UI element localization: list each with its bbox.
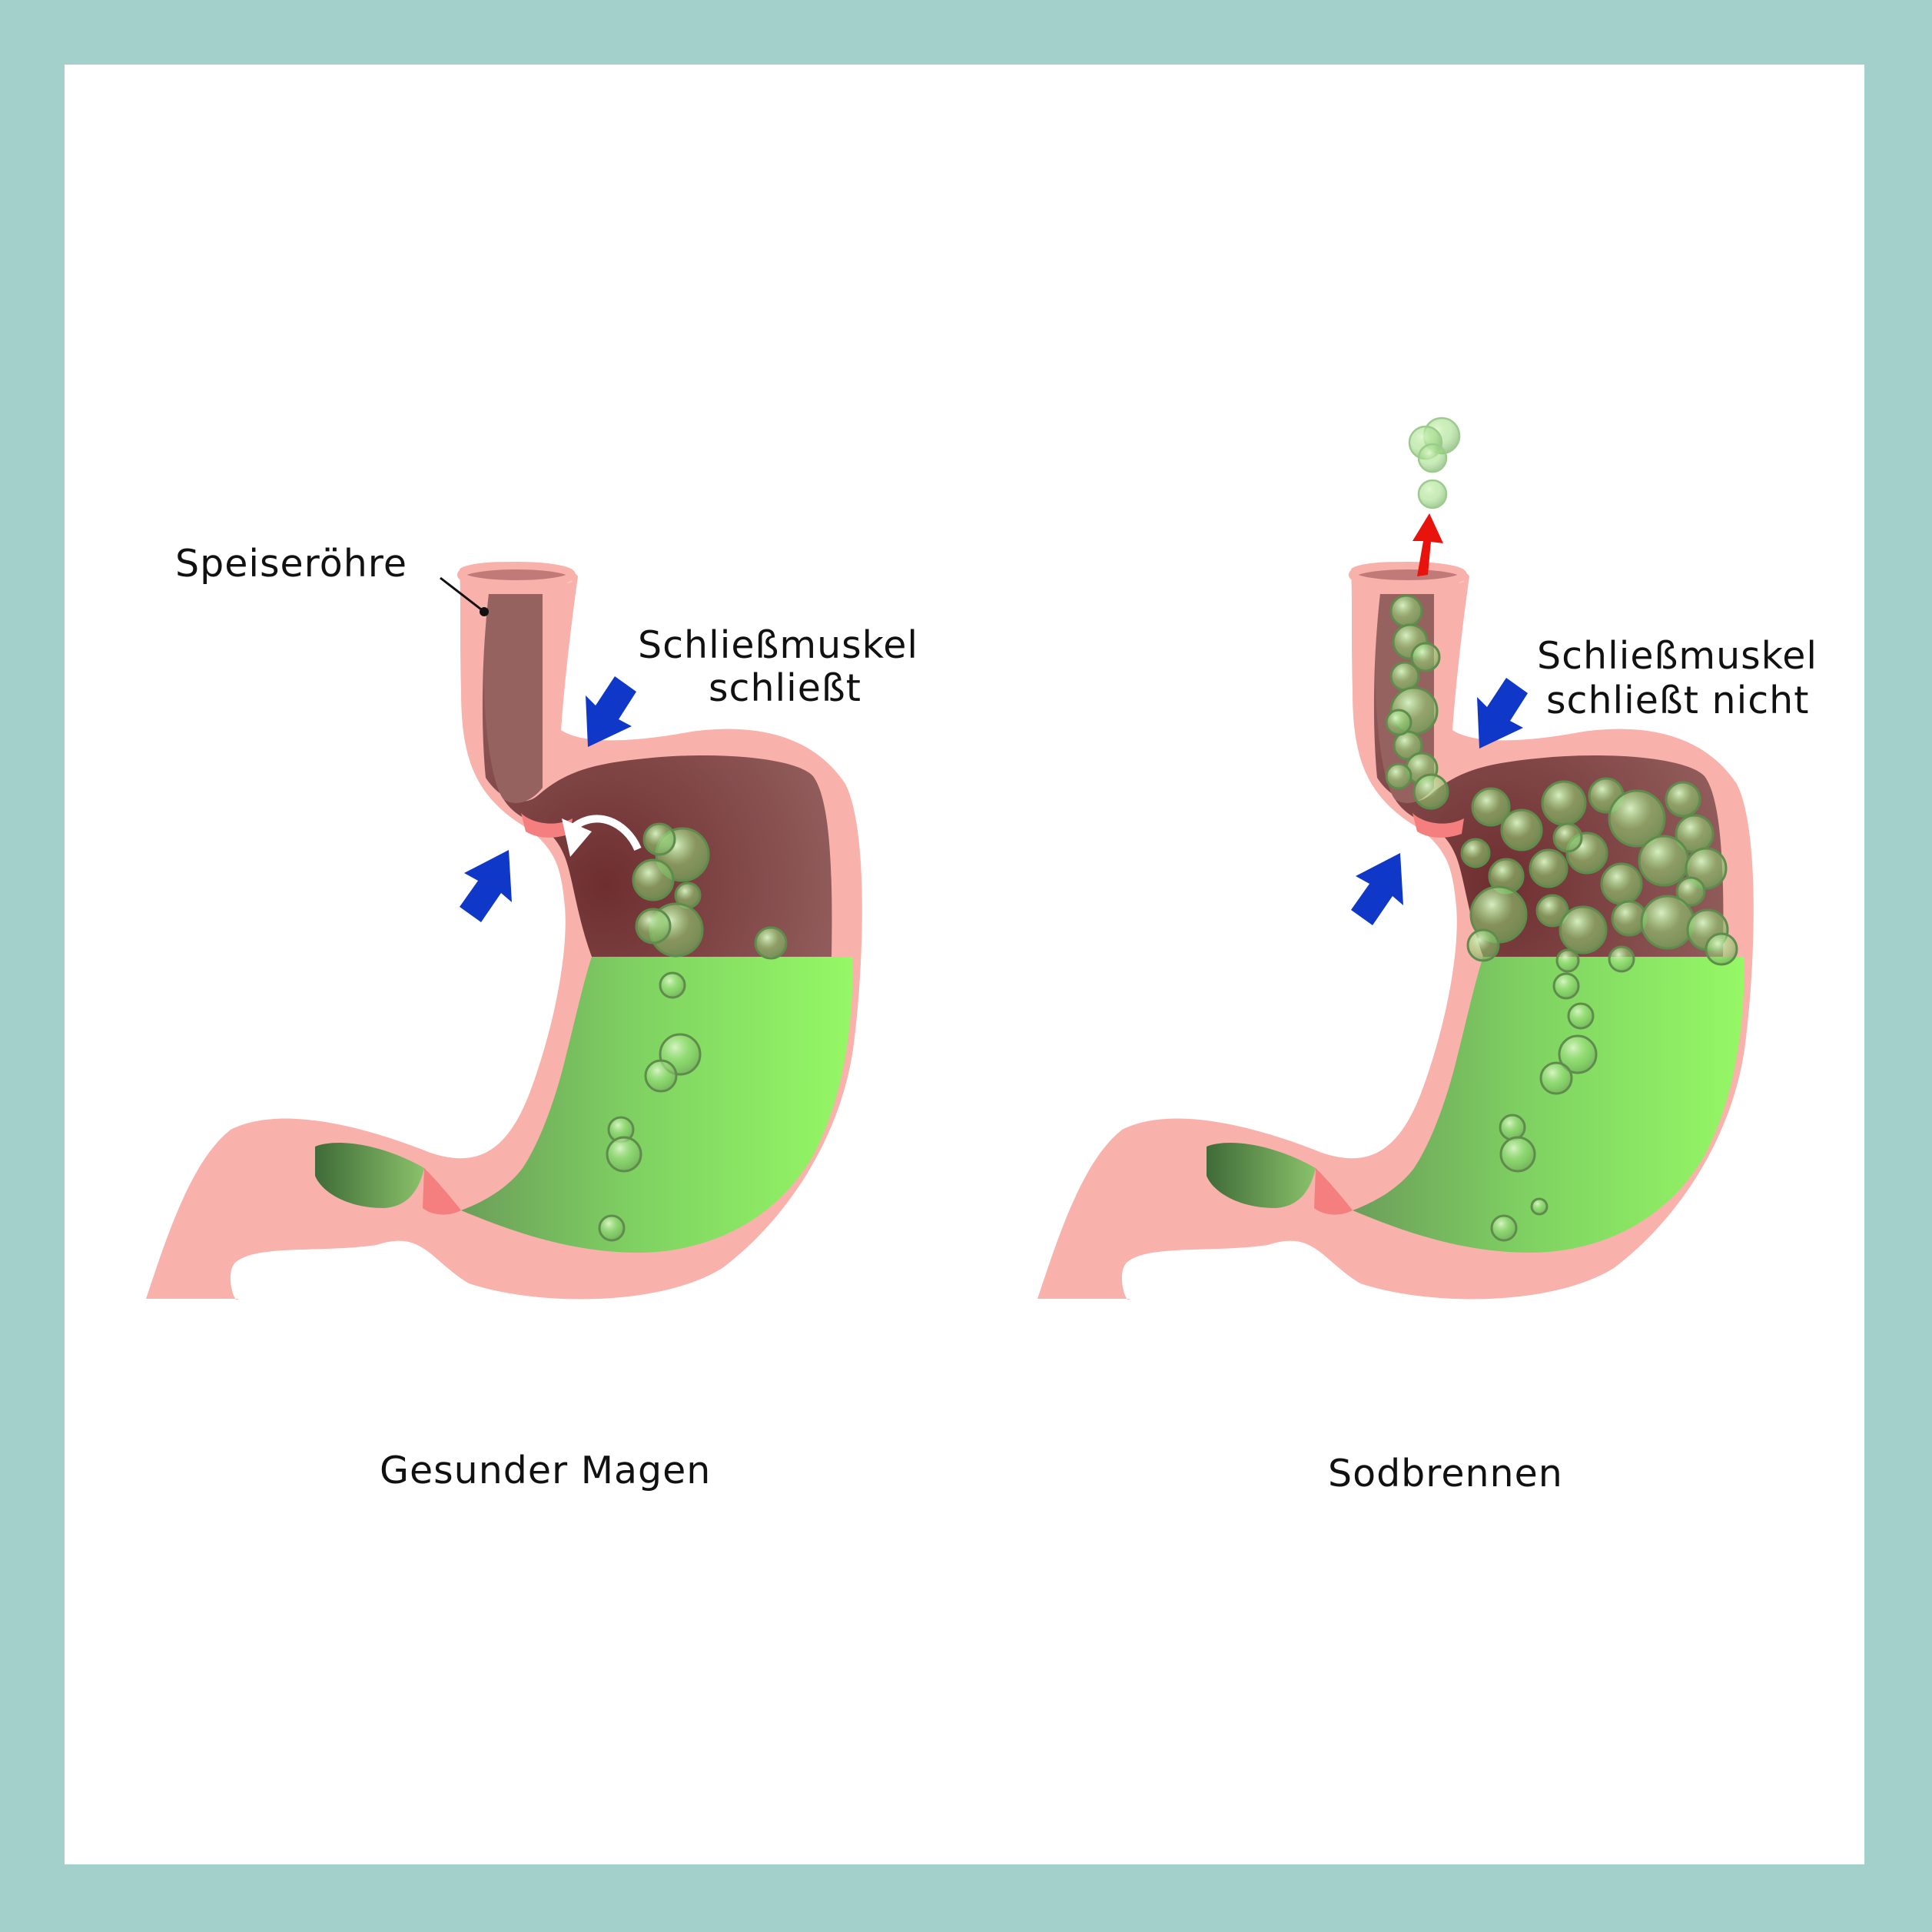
esophagus-label: Speiseröhre	[175, 542, 407, 586]
bubble-icon	[1408, 417, 1461, 510]
healthy-muscle-label-line1: Schließmuskel	[638, 623, 919, 667]
reflux-stomach	[1037, 562, 1754, 1300]
reflux-arrow-icon	[1412, 513, 1443, 576]
backflow-arrow-icon	[562, 815, 642, 857]
healthy-muscle-label-line2: schließt	[709, 666, 861, 710]
reflux-muscle-label-line2: schließt nicht	[1546, 679, 1810, 722]
esophagus-pointer	[440, 576, 489, 616]
healthy-caption: Gesunder Magen	[380, 1449, 712, 1492]
pressure-arrow-icon	[1351, 678, 1528, 925]
reflux-muscle-label-line1: Schließmuskel	[1537, 634, 1818, 678]
healthy-stomach	[146, 562, 862, 1300]
reflux-caption: Sodbrennen	[1328, 1452, 1563, 1495]
bubble-icon	[1385, 594, 1738, 1242]
pressure-arrow-icon	[460, 676, 636, 922]
bubble-icon	[598, 822, 788, 1242]
